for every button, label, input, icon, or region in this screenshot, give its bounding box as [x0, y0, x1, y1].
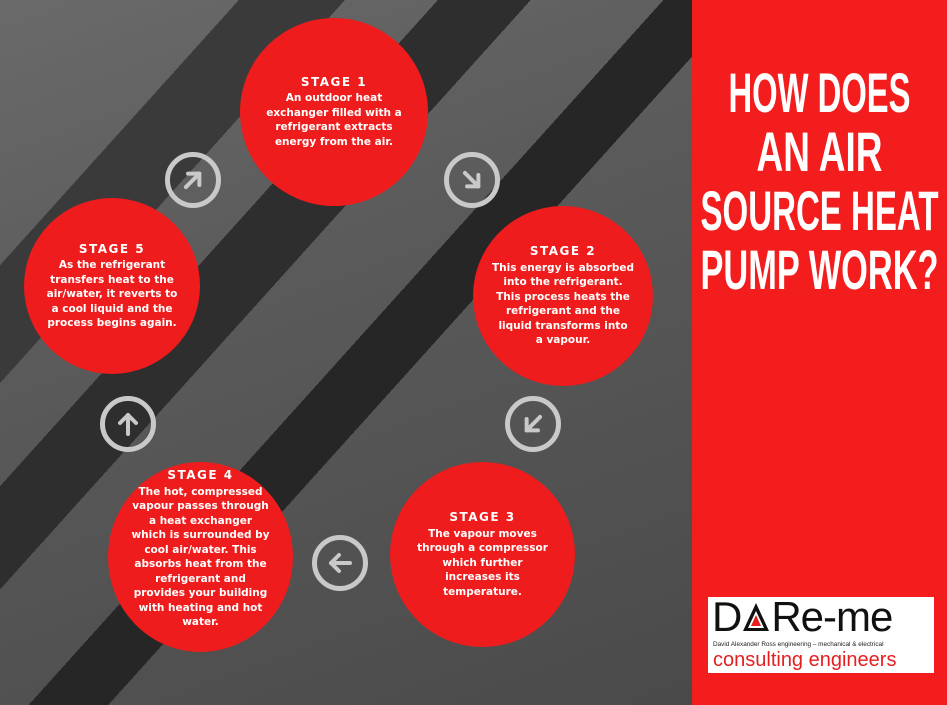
stage-text-line: with heating and hot	[138, 601, 263, 614]
stage-text-line: cool air/water. This	[144, 543, 257, 556]
stage-text-line: energy from the air.	[274, 135, 394, 148]
stage-text-line: The vapour moves	[428, 527, 537, 540]
page-title: HOW DOES AN AIR SOURCE HEAT PUMP WORK?	[701, 62, 939, 301]
stage-text-line: air/water, it reverts to	[46, 288, 178, 300]
title-panel	[692, 0, 947, 705]
stage-text-line: The hot, compressed	[138, 485, 263, 498]
stage-text-line: temperature.	[443, 585, 522, 598]
stage-text-line: As the refrigerant	[58, 259, 166, 271]
title-line: HOW DOES	[729, 62, 911, 124]
stage-5-circle: STAGE 5 As the refrigerant transfers heat …	[24, 198, 200, 374]
stage-text-line: absorbs heat from the	[134, 558, 267, 570]
stage-text-line: a heat exchanger	[148, 514, 253, 527]
logo-subtitle: consulting engineers	[713, 649, 897, 671]
stage-text-line: into the refrigerant.	[503, 276, 623, 289]
title-line: SOURCE HEAT	[701, 179, 939, 242]
logo-tagline: David Alexander Ross engineering – mecha…	[713, 641, 884, 648]
stage-text-line: increases its	[445, 571, 520, 583]
stage-label: STAGE 1	[300, 74, 368, 89]
stage-2-circle: STAGE 2 This energy is absorbed into the r…	[473, 206, 653, 386]
title-line: PUMP WORK?	[701, 238, 939, 301]
title-line: AN AIR	[757, 120, 883, 183]
stage-text-line: provides your building	[133, 587, 268, 599]
stage-text-line: An outdoor heat	[285, 92, 383, 105]
stage-text-line: a vapour.	[535, 334, 591, 347]
stage-label: STAGE 4	[167, 468, 234, 482]
stage-text-line: liquid transforms into	[498, 319, 628, 332]
arrow-up-icon	[100, 396, 156, 452]
stage-text-line: refrigerant extracts	[275, 121, 393, 134]
stage-text-line: transfers heat to the	[50, 273, 174, 286]
stage-text-line: This process heats the	[496, 290, 630, 303]
stage-text-line: refrigerant and	[155, 572, 246, 585]
stage-label: STAGE 5	[78, 241, 146, 256]
arrow-down-right-icon	[444, 152, 500, 208]
stage-text-line: exchanger filled with a	[266, 106, 402, 119]
stage-3-circle: STAGE 3 The vapour moves through a compres…	[390, 462, 575, 647]
stage-text-line: which is surrounded by	[131, 529, 270, 541]
stage-text-line: a cool liquid and the	[51, 302, 173, 315]
arrow-left-icon	[312, 535, 368, 591]
stage-label: STAGE 3	[449, 510, 516, 524]
stage-text-line: process begins again.	[47, 317, 177, 329]
stage-text-line: which further	[442, 556, 523, 569]
arrow-up-right-icon	[165, 152, 221, 208]
stage-label: STAGE 2	[529, 244, 597, 259]
stage-text-line: through a compressor	[417, 542, 548, 554]
stage-text-line: This energy is absorbed	[492, 261, 634, 274]
stage-text-line: refrigerant and the	[505, 305, 621, 318]
stage-4-circle: STAGE 4 The hot, compressed vapour passes …	[108, 462, 293, 652]
stage-text-line: water.	[182, 616, 219, 628]
arrow-down-left-icon	[505, 396, 561, 452]
stage-text-line: vapour passes through	[132, 500, 269, 512]
